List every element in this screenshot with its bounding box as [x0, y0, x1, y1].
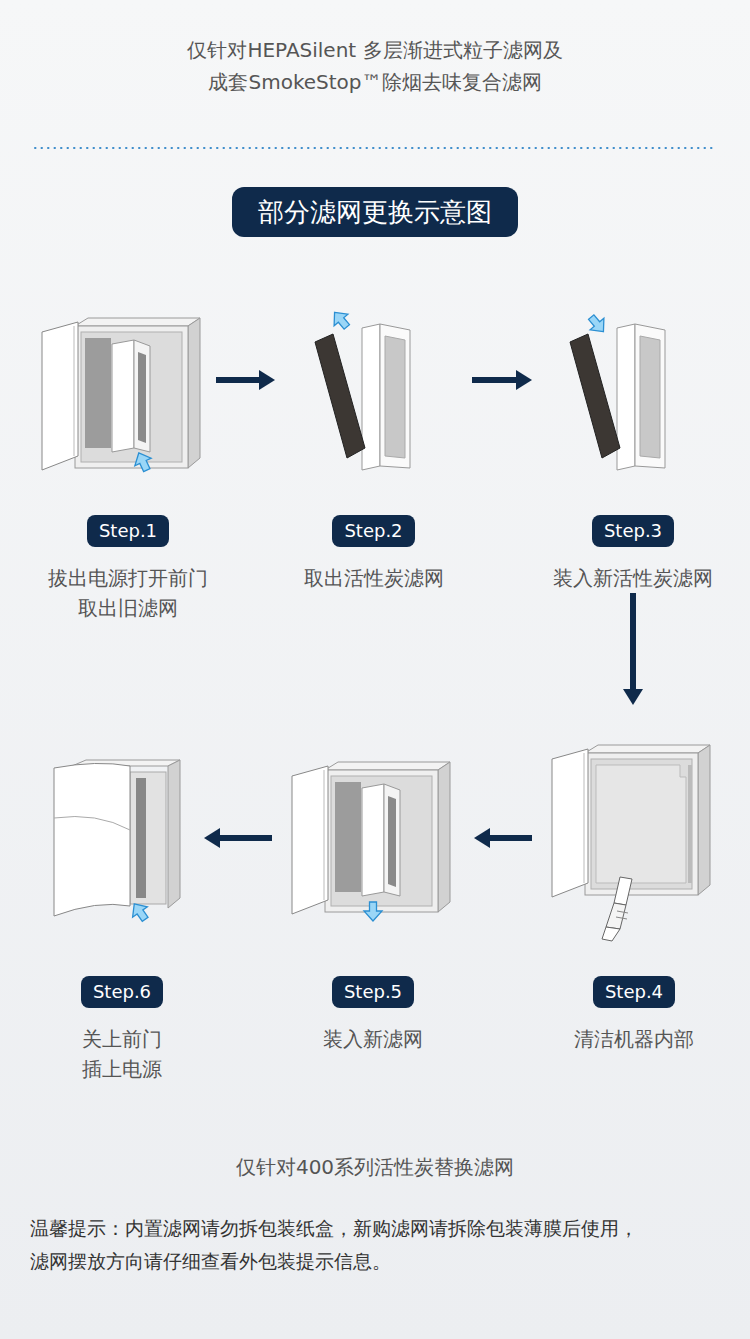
step-node: Step.6 关上前门 插上电源	[40, 705, 204, 1084]
pill-row: Step.6	[40, 976, 204, 1008]
arrow-head	[516, 370, 532, 390]
step-node: Step.2 取出活性炭滤网	[275, 300, 472, 593]
arrow-head	[474, 828, 490, 848]
step5-arrow	[364, 902, 382, 921]
step4-figure	[552, 745, 710, 941]
step-pill: Step.6	[81, 976, 163, 1008]
arrow-head	[204, 828, 220, 848]
flow-arrow	[204, 828, 272, 848]
flow-arrow	[216, 370, 275, 390]
step-caption: 拔出电源打开前门 取出旧滤网	[40, 563, 216, 623]
step-node: Step.1 拔出电源打开前门 取出旧滤网	[40, 300, 216, 623]
step-pill: Step.1	[87, 515, 169, 547]
arrow-shaft	[630, 593, 636, 690]
dotted-rule	[35, 147, 715, 149]
flow-arrow	[472, 370, 532, 390]
pill-row: Step.4	[532, 976, 736, 1008]
step-pill: Step.2	[332, 515, 414, 547]
step2-figure	[315, 324, 410, 470]
arrow-head	[259, 370, 275, 390]
pill-row: Step.2	[275, 515, 472, 547]
step-caption: 取出活性炭滤网	[275, 563, 472, 593]
purifier-open	[292, 762, 450, 914]
step-node: Step.4 清洁机器内部	[532, 705, 736, 1054]
step-caption: 装入新活性炭滤网	[532, 563, 734, 593]
tip-note: 温馨提示：内置滤网请勿拆包装纸盒，新购滤网请拆除包装薄膜后使用，滤网摆放方向请仔…	[30, 1212, 730, 1279]
step-node: Step.5 装入新滤网	[272, 705, 474, 1054]
flow-arrow	[474, 828, 532, 848]
pill-row: Step.1	[40, 515, 216, 547]
step1-figure	[42, 318, 200, 470]
header-note: 仅针对HEPASilent 多层渐进式粒子滤网及 成套SmokeStop™除烟去…	[145, 34, 605, 98]
step1-filter	[85, 338, 150, 452]
arrow-shaft	[219, 835, 272, 841]
step-node: Step.3 装入新活性炭滤网	[532, 300, 734, 593]
title-row: 部分滤网更换示意图	[0, 187, 750, 237]
step5-figure	[292, 762, 450, 914]
flow-arrow	[623, 593, 643, 705]
arrow-head	[623, 689, 643, 705]
pill-row: Step.3	[532, 515, 734, 547]
arrow-shaft	[489, 835, 532, 841]
step-caption: 关上前门 插上电源	[40, 1024, 204, 1084]
purifier-open	[552, 745, 710, 897]
filter	[335, 782, 400, 896]
vacuum-nozzle	[602, 877, 632, 941]
step6-arrow	[127, 899, 153, 925]
arrow-shaft	[472, 377, 517, 383]
caption: 仅针对400系列活性炭替换滤网	[0, 1152, 750, 1182]
step-pill: Step.3	[592, 515, 674, 547]
step1-arrow	[131, 449, 155, 474]
step6-figure	[54, 760, 180, 916]
title-pill: 部分滤网更换示意图	[232, 187, 518, 237]
arrow-shaft	[216, 377, 260, 383]
step3-figure	[570, 324, 665, 470]
step2-arrow	[328, 307, 354, 333]
step-pill: Step.5	[332, 976, 414, 1008]
cavity-strip	[688, 765, 692, 883]
step-pill: Step.4	[593, 976, 675, 1008]
step-caption: 清洁机器内部	[532, 1024, 736, 1054]
step-caption: 装入新滤网	[272, 1024, 474, 1054]
cavity-panel	[596, 765, 686, 883]
step3-arrow	[584, 311, 610, 337]
pill-row: Step.5	[272, 976, 474, 1008]
